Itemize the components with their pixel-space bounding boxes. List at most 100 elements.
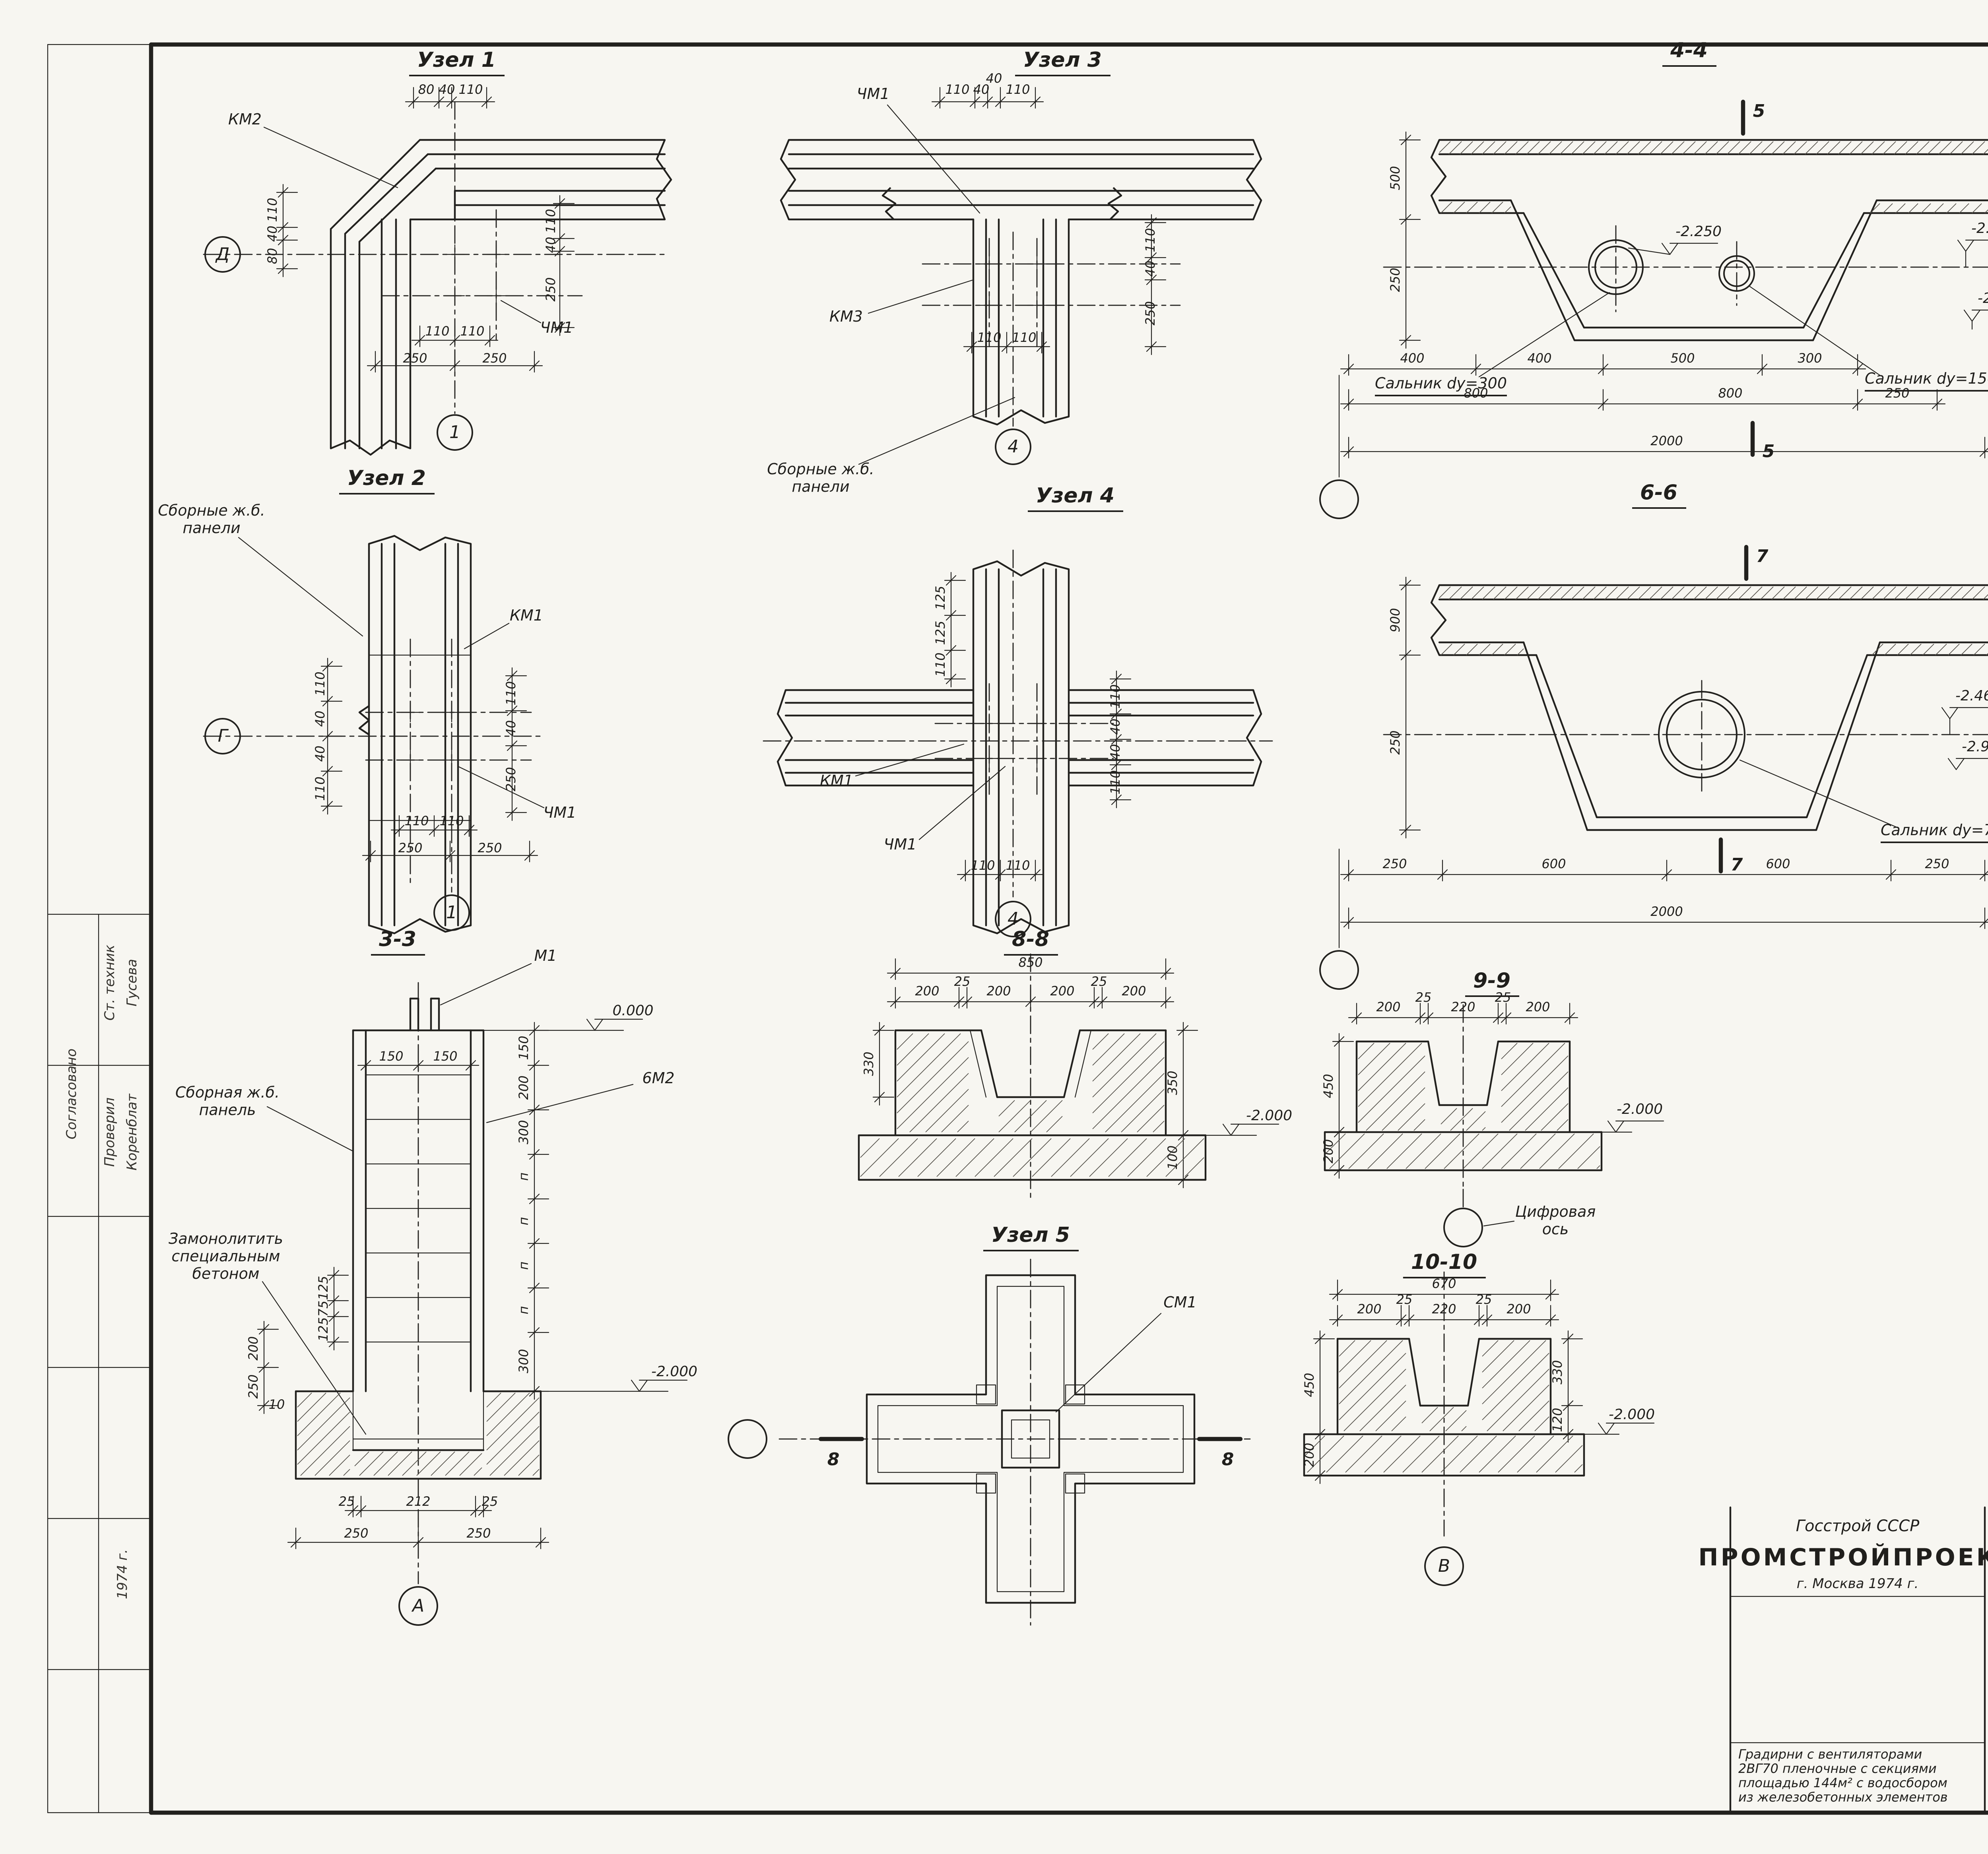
callout: специальным: [171, 1249, 280, 1266]
dim-label: 40: [504, 720, 518, 737]
dim-label: 125: [316, 1276, 331, 1300]
dim-label: 110: [1109, 684, 1123, 709]
dim-label: 250: [398, 841, 423, 855]
dim-label: 125: [316, 1317, 331, 1342]
dim-label: 110: [971, 859, 995, 873]
dim-label: 40: [986, 72, 1002, 86]
dim-label: 200: [517, 1075, 531, 1100]
callout: Сальник dу=150: [1864, 372, 1988, 391]
dim-label: 110: [425, 324, 450, 339]
dim-label: 110: [1006, 859, 1030, 873]
stamp-entry: Согласовано: [65, 1048, 81, 1140]
dim-label: 110: [934, 652, 948, 677]
dim-label: 75: [316, 1300, 331, 1317]
dim-label: 250: [247, 1374, 261, 1399]
elevation-label: -2.000: [1608, 1408, 1655, 1424]
titleblock-org: Госстрой СССР: [1796, 1518, 1920, 1536]
dim-label: 250: [1925, 857, 1949, 871]
dim-label: п: [517, 1261, 531, 1270]
dim-label: 220: [1451, 1000, 1475, 1014]
dim-label: 25: [1396, 1293, 1413, 1307]
dim-label: 300: [517, 1349, 531, 1373]
axis-marker-letter: Г: [217, 726, 228, 747]
callout: панели: [792, 479, 850, 496]
dim-label: 200: [1507, 1302, 1531, 1317]
dim-label: 80: [418, 83, 435, 97]
elevation-label: -2.340: [1971, 222, 1988, 238]
dim-label: 110: [1012, 331, 1037, 345]
elevation-label: -2.000: [1616, 1103, 1663, 1119]
dim-label: 110: [1006, 83, 1030, 97]
dim-label: 800: [1464, 386, 1488, 401]
dim-label: 450: [1322, 1074, 1336, 1098]
dim-label: 200: [1122, 984, 1146, 999]
titleblock-desc-line: площадью 144м² с водосбором: [1738, 1776, 1947, 1790]
titleblock-desc-line: Градирни с вентиляторами: [1738, 1747, 1922, 1762]
dim-label: 850: [1018, 956, 1043, 970]
titleblock-institute: ПРОМСТРОЙПРОЕКТ: [1698, 1543, 1988, 1572]
callout: панель: [199, 1102, 256, 1120]
dim-label: 110: [266, 198, 280, 222]
dim-label: 80: [266, 248, 280, 264]
callout: КМ1: [510, 608, 543, 625]
callout: Цифровая: [1515, 1204, 1596, 1222]
dim-label: 25: [481, 1495, 498, 1509]
dim-label: 110: [313, 776, 328, 801]
dim-label: 2000: [1650, 434, 1683, 448]
dim-label: 330: [862, 1051, 876, 1076]
titleblock-desc-line: из железобетонных элементов: [1738, 1790, 1948, 1805]
dim-label: 110: [458, 83, 483, 97]
section-flag: 5: [1762, 441, 1775, 462]
dim-label: 40: [1109, 718, 1123, 735]
callout: ЧМ1: [856, 86, 890, 104]
elevation-label: -2.000: [651, 1365, 698, 1381]
dim-label: 40: [266, 225, 280, 242]
dim-label: 500: [1388, 166, 1403, 190]
dim-label: 40: [439, 83, 455, 97]
dim-label: 150: [517, 1036, 531, 1060]
dim-label: 200: [915, 984, 940, 999]
dim-label: 450: [1303, 1373, 1317, 1397]
panel-title: 9-9: [1465, 972, 1518, 997]
callout: бетоном: [192, 1266, 260, 1284]
axis-marker-letter: 4: [1008, 909, 1019, 929]
axis-marker-letter: В: [1438, 1556, 1450, 1577]
panel-title: 4-4: [1662, 41, 1716, 67]
stamp-name: Коренблат: [125, 1094, 141, 1171]
dim-label: 250: [344, 1526, 369, 1541]
callout: ЧМ1: [543, 805, 577, 822]
dim-label: 110: [460, 324, 485, 339]
section-flag: 7: [1756, 546, 1769, 567]
dim-label: 200: [1303, 1443, 1317, 1467]
dim-label: 40: [313, 745, 328, 762]
dim-label: 110: [1143, 228, 1158, 252]
panel-title: Узел 4: [1028, 487, 1122, 512]
dim-label: 25: [1475, 1293, 1492, 1307]
callout: панели: [182, 520, 241, 538]
dim-label: 200: [1322, 1139, 1336, 1164]
dim-label: 40: [544, 237, 558, 253]
stamp-role: Проверил: [103, 1097, 119, 1167]
dim-label: 200: [1357, 1302, 1382, 1317]
dim-label: 125: [934, 586, 948, 610]
dim-label: 250: [544, 277, 558, 302]
dim-label: 40: [973, 83, 990, 97]
dim-label: п: [517, 1217, 531, 1226]
dim-label: 400: [1400, 351, 1425, 366]
panel-title: Узел 3: [1015, 51, 1110, 76]
elevation-label: -2.250: [1675, 225, 1722, 241]
dim-label: 110: [544, 209, 558, 233]
dim-label: 40: [1109, 744, 1123, 760]
dim-label: 600: [1541, 857, 1566, 871]
dim-label: 400: [1527, 351, 1552, 366]
titleblock-city-year: г. Москва 1974 г.: [1796, 1577, 1919, 1593]
dim-label: 110: [945, 83, 970, 97]
dim-label: п: [517, 1306, 531, 1315]
dim-label: 250: [1885, 386, 1910, 401]
stamp-year: 1974 г.: [116, 1549, 132, 1600]
dim-label: 250: [482, 351, 507, 366]
callout: КМ3: [829, 309, 863, 326]
dim-label: 110: [977, 331, 1002, 345]
